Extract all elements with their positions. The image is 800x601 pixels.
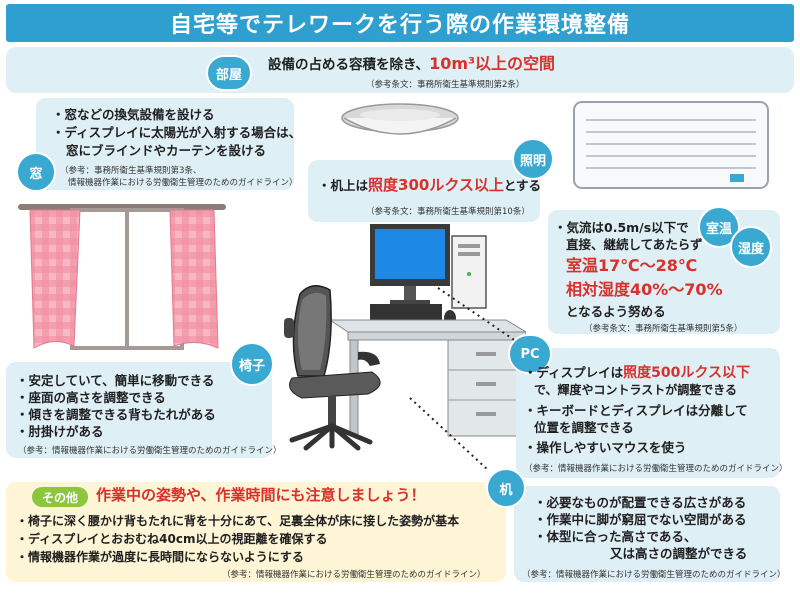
chair-item-1: ・安定していて、簡単に移動できる bbox=[16, 373, 215, 388]
pc-badge: PC bbox=[508, 334, 552, 374]
room-badge: 部屋 bbox=[206, 55, 252, 91]
room-box bbox=[6, 47, 794, 93]
desk-box bbox=[514, 486, 780, 582]
office-chair-illustration bbox=[284, 285, 381, 451]
window-item-1: ・窓などの換気設備を設ける bbox=[52, 107, 215, 122]
lighting-box bbox=[308, 160, 540, 222]
lighting-ref: （参考条文：事務所衛生基準規則第10条） bbox=[366, 207, 530, 217]
other-ref: （参考：情報機器作業における労働衛生管理のためのガイドライン） bbox=[222, 570, 486, 580]
climate-ref: （参考条文：事務所衛生基準規則第5条） bbox=[584, 324, 743, 334]
climate-line-2: 直接、継続してあたらず bbox=[566, 237, 703, 252]
page-title: 自宅等でテレワークを行う際の作業環境整備 bbox=[6, 4, 794, 42]
desk-item-3: ・体型に合った高さである、 bbox=[534, 529, 697, 544]
other-box bbox=[6, 482, 506, 582]
chair-badge: 椅子 bbox=[230, 342, 274, 386]
desk-item-1: ・必要なものが配置できる広さがある bbox=[534, 495, 747, 510]
lighting-badge: 照明 bbox=[512, 138, 554, 180]
room-text-prefix: 設備の占める容積を除き、 bbox=[268, 57, 430, 73]
other-badge: その他 bbox=[32, 487, 88, 507]
lighting-text-suffix: とする bbox=[503, 178, 542, 193]
window-item-3: 窓にブラインドやカーテンを設ける bbox=[66, 143, 267, 158]
temperature-badge: 室温 bbox=[698, 206, 740, 248]
pc-ref: （参考：情報機器作業における労働衛生管理のためのガイドライン） bbox=[524, 464, 788, 474]
window-item-2: ・ディスプレイに太陽光が入射する場合は、 bbox=[52, 125, 302, 140]
other-item-1: ・椅子に深く腰かけ背もたれに背を十分にあて、足裏全体が床に接した姿勢が基本 bbox=[16, 514, 460, 528]
pc-item-1-highlight: 照度500ルクス以下 bbox=[623, 365, 750, 381]
other-heading: 作業中の姿勢や、作業時間にも注意しましょう！ bbox=[96, 486, 426, 504]
chair-ref: （参考：情報機器作業における労働衛生管理のためのガイドライン） bbox=[18, 446, 282, 456]
other-item-3: ・情報機器作業が過度に長時間にならないようにする bbox=[16, 550, 304, 564]
climate-line-1: ・気流は0.5m/s以下で bbox=[554, 220, 689, 235]
window-curtain-illustration bbox=[18, 204, 226, 350]
desk-item-4: 又は高さの調整ができる bbox=[610, 546, 748, 561]
pc-item-2-cont: 位置を調整できる bbox=[534, 420, 634, 435]
pc-item-1-prefix: ・ディスプレイは bbox=[524, 365, 624, 380]
ceiling-light-illustration bbox=[341, 103, 459, 135]
desk-ref: （参考：情報機器作業における労働衛生管理のためのガイドライン） bbox=[522, 570, 786, 580]
climate-line-3: となるよう努める bbox=[566, 304, 666, 319]
humidity-badge: 湿度 bbox=[730, 226, 772, 268]
climate-temperature: 室温17℃～28℃ bbox=[566, 256, 698, 275]
chair-item-2: ・座面の高さを調整できる bbox=[16, 390, 166, 405]
window-box bbox=[36, 98, 294, 190]
desk-badge: 机 bbox=[486, 468, 526, 508]
pc-item-1-cont: で、輝度やコントラストが調整できる bbox=[534, 383, 738, 397]
pc-item-3: ・操作しやすいマウスを使う bbox=[524, 440, 687, 455]
lighting-text-prefix: ・机上は bbox=[318, 178, 369, 193]
window-ref-2: 情報機器作業における労働衛生管理のためのガイドライン） bbox=[68, 178, 298, 188]
other-item-2: ・ディスプレイとおおむね40cm以上の視距離を確保する bbox=[16, 532, 328, 546]
chair-item-3: ・傾きを調整できる背もたれがある bbox=[16, 407, 216, 422]
desk-item-2: ・作業中に脚が窮屈でない空間がある bbox=[534, 512, 747, 527]
lighting-text-highlight: 照度300ルクス以上 bbox=[368, 176, 504, 194]
air-conditioner-illustration bbox=[573, 101, 769, 189]
room-text-highlight: 10m³以上の空間 bbox=[429, 54, 556, 73]
chair-box bbox=[6, 362, 272, 458]
window-ref-1: （参考：事務所衛生基準規則第3条、 bbox=[60, 166, 202, 176]
window-badge: 窓 bbox=[16, 152, 56, 192]
chair-item-4: ・肘掛けがある bbox=[16, 424, 104, 439]
room-text: 設備の占める容積を除き、10m³以上の空間 bbox=[268, 55, 555, 74]
pc-box bbox=[516, 348, 780, 478]
desk-pc-illustration bbox=[330, 224, 526, 437]
climate-humidity: 相対湿度40%～70% bbox=[566, 280, 723, 299]
pc-item-2: ・キーボードとディスプレイは分離して bbox=[524, 403, 748, 418]
pc-item-1: ・ディスプレイは照度500ルクス以下 bbox=[524, 364, 750, 382]
room-ref: （参考条文：事務所衛生基準規則第2条） bbox=[366, 80, 525, 90]
lighting-text: ・机上は照度300ルクス以上とする bbox=[318, 177, 541, 194]
